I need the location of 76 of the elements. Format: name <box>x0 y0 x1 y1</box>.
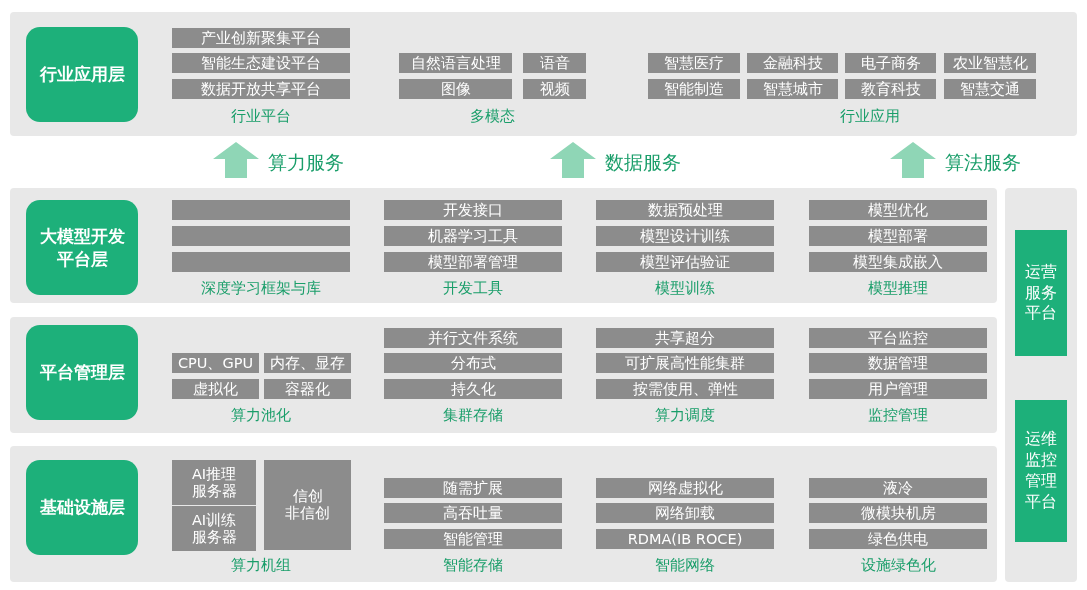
feature-box: 模型设计训练 <box>596 226 774 246</box>
feature-box: RDMA(IB ROCE) <box>596 529 774 549</box>
feature-box: 内存、显存 <box>264 353 351 373</box>
empty-feature-box <box>172 252 350 272</box>
feature-box: 随需扩展 <box>384 478 562 498</box>
feature-box: AI训练服务器 <box>172 506 256 551</box>
group-caption: 开发工具 <box>443 279 503 298</box>
group-caption: 模型训练 <box>655 279 715 298</box>
feature-box: 农业智慧化 <box>944 53 1036 73</box>
group-caption: 行业平台 <box>231 107 291 126</box>
feature-box: 智慧城市 <box>747 79 838 99</box>
feature-box: 平台监控 <box>809 328 987 348</box>
feature-box: 按需使用、弹性 <box>596 379 774 399</box>
feature-box: AI推理服务器 <box>172 460 256 505</box>
feature-box: 智能管理 <box>384 529 562 549</box>
feature-box: CPU、GPU <box>172 353 259 373</box>
group-caption: 行业应用 <box>840 107 900 126</box>
feature-box: 机器学习工具 <box>384 226 562 246</box>
feature-box: 语音 <box>523 53 586 73</box>
group-caption: 设施绿色化 <box>860 556 936 575</box>
layer-title-box: 平台管理层 <box>26 325 138 420</box>
feature-box: 信创 非信创 <box>264 460 351 550</box>
feature-box: 模型评估验证 <box>596 252 774 272</box>
feature-box: 分布式 <box>384 353 562 373</box>
feature-box: 模型部署管理 <box>384 252 562 272</box>
feature-box: 持久化 <box>384 379 562 399</box>
feature-box: 用户管理 <box>809 379 987 399</box>
feature-box: 虚拟化 <box>172 379 259 399</box>
feature-box: 智能生态建设平台 <box>172 53 350 73</box>
feature-box: 并行文件系统 <box>384 328 562 348</box>
feature-box: 教育科技 <box>845 79 936 99</box>
feature-box: 智慧医疗 <box>648 53 740 73</box>
group-caption: 算力调度 <box>655 406 715 425</box>
platform-box: 运维监控管理平台 <box>1015 400 1067 542</box>
feature-box: 视频 <box>523 79 586 99</box>
platform-box: 运营服务平台 <box>1015 230 1067 356</box>
feature-box: 液冷 <box>809 478 987 498</box>
feature-box: 图像 <box>399 79 512 99</box>
feature-box: 共享超分 <box>596 328 774 348</box>
service-label: 数据服务 <box>605 150 681 175</box>
feature-box: 容器化 <box>264 379 351 399</box>
service-label: 算法服务 <box>945 150 1021 175</box>
feature-box: 数据管理 <box>809 353 987 373</box>
feature-box: 开发接口 <box>384 200 562 220</box>
group-caption: 智能存储 <box>443 556 503 575</box>
layer-title-box: 大模型开发平台层 <box>26 200 138 295</box>
empty-feature-box <box>172 200 350 220</box>
feature-box: 金融科技 <box>747 53 838 73</box>
feature-box: 模型集成嵌入 <box>809 252 987 272</box>
layer-title-box: 行业应用层 <box>26 27 138 122</box>
feature-box: 绿色供电 <box>809 529 987 549</box>
group-caption: 算力机组 <box>231 556 291 575</box>
group-caption: 智能网络 <box>655 556 715 575</box>
feature-box: 数据预处理 <box>596 200 774 220</box>
group-caption: 集群存储 <box>443 406 503 425</box>
feature-box: 可扩展高性能集群 <box>596 353 774 373</box>
feature-box: 产业创新聚集平台 <box>172 28 350 48</box>
group-caption: 模型推理 <box>868 279 928 298</box>
feature-box: 数据开放共享平台 <box>172 79 350 99</box>
layer-title-box: 基础设施层 <box>26 460 138 555</box>
feature-box: 高吞吐量 <box>384 503 562 523</box>
feature-box: 智能制造 <box>648 79 740 99</box>
group-caption: 算力池化 <box>231 406 291 425</box>
feature-box: 网络虚拟化 <box>596 478 774 498</box>
service-label: 算力服务 <box>268 150 344 175</box>
feature-box: 网络卸载 <box>596 503 774 523</box>
feature-box: 模型优化 <box>809 200 987 220</box>
group-caption: 多模态 <box>469 107 515 126</box>
feature-box: 模型部署 <box>809 226 987 246</box>
group-caption: 监控管理 <box>868 406 928 425</box>
feature-box: 微模块机房 <box>809 503 987 523</box>
feature-box: 自然语言处理 <box>399 53 512 73</box>
feature-box: 智慧交通 <box>944 79 1036 99</box>
empty-feature-box <box>172 226 350 246</box>
feature-box: 电子商务 <box>845 53 936 73</box>
group-caption: 深度学习框架与库 <box>201 279 321 298</box>
